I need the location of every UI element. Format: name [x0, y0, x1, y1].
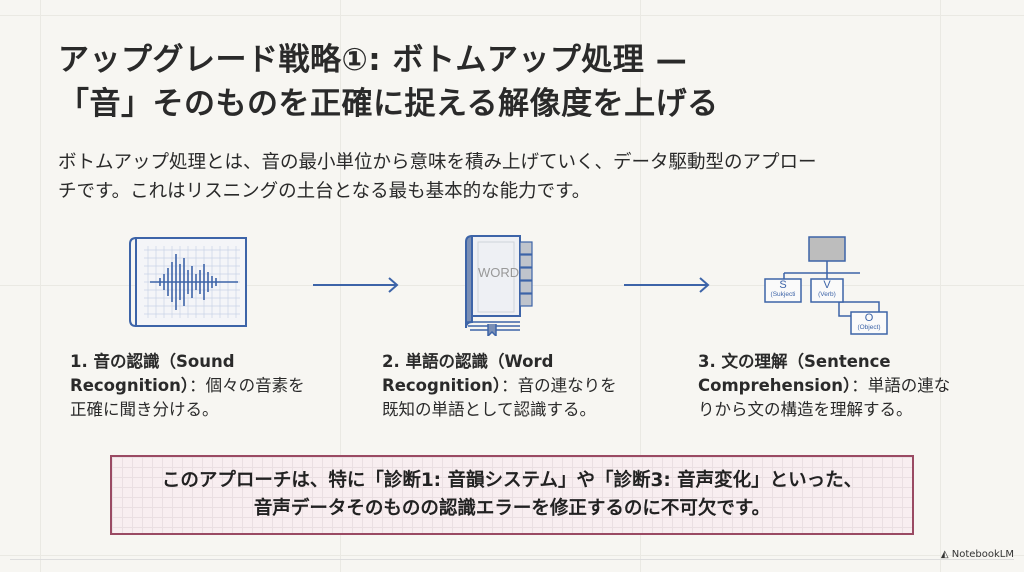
slide-title: アップグレード戦略①: ボトムアップ処理 —「音」そのものを正確に捉える解像度を… [58, 42, 719, 122]
notebooklm-logo: ◭ NotebookLM [940, 549, 1014, 560]
step-sound-recognition: 1. 音の認識（Sound Recognition）：個々の音素を正確に聞き分け… [70, 352, 305, 419]
object-sub-label: (Object) [857, 324, 881, 331]
step-sentence-comprehension: 3. 文の理解（Sentence Comprehension）：単語の連なりから… [698, 352, 951, 419]
subject-label: S [779, 279, 787, 291]
sentence-tree-icon: S (Sukjecti V (Verb) O (Object) [760, 234, 890, 336]
note-line-1: このアプローチは、特に「診断1: 音韻システム」や「診断3: 音声変化」といった… [161, 470, 863, 491]
verb-sub-label: (Verb) [818, 291, 836, 298]
word-label: WORD [478, 265, 520, 280]
intro-text: ボトムアップ処理とは、音の最小単位から意味を積み上げていく、データ駆動型のアプロ… [58, 152, 817, 202]
object-label: O [864, 312, 874, 324]
arrow-right-icon [624, 277, 710, 293]
note-line-2: 音声データそのものの認識エラーを修正するのに不可欠です。 [253, 498, 771, 519]
waveform-icon [129, 237, 247, 327]
slide-frame [10, 10, 1014, 560]
arrow-right-icon [313, 277, 399, 293]
subject-sub-label: (Sukjecti [770, 291, 796, 298]
key-note-box: このアプローチは、特に「診断1: 音韻システム」や「診断3: 音声変化」といった… [110, 455, 914, 535]
dictionary-book-icon: WORD [462, 232, 546, 336]
verb-label: V [823, 279, 831, 291]
step-word-recognition: 2. 単語の認識（Word Recognition）：音の連なりを既知の単語とし… [382, 352, 617, 419]
brand-label: NotebookLM [951, 549, 1014, 560]
